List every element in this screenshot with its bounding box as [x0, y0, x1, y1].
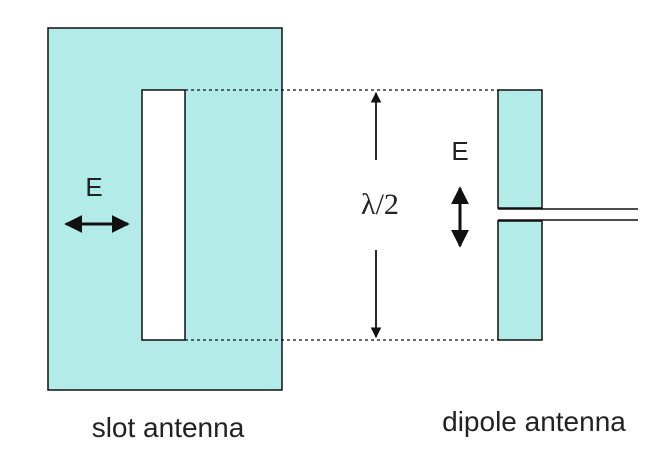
- wavelength-label: λ/2: [361, 188, 399, 221]
- dipole-antenna-caption: dipole antenna: [442, 406, 626, 437]
- slot-antenna-caption: slot antenna: [92, 412, 245, 443]
- slot-opening: [141, 89, 186, 341]
- dipole-upper-arm: [497, 89, 543, 209]
- dipole-antenna: [497, 89, 638, 341]
- slot-efield-label: E: [85, 172, 102, 202]
- dipole-lower-arm: [497, 220, 543, 341]
- dipole-efield-label: E: [451, 136, 468, 166]
- slot-antenna: [47, 27, 283, 391]
